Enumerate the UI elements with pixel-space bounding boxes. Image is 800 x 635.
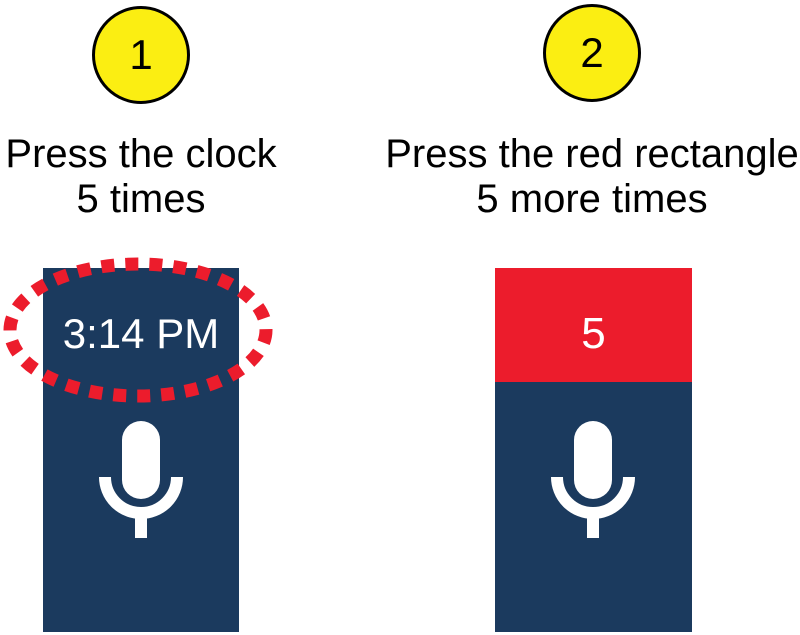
phone-screen-2: 5 (495, 268, 692, 632)
step-1-instruction-line-2: 5 times (76, 177, 206, 221)
step-1-instruction-line-1: Press the clock (5, 132, 277, 176)
step-2-instruction-line-2: 5 more times (476, 177, 708, 221)
step-1-badge: 1 (92, 6, 190, 104)
microphone-icon (551, 421, 635, 538)
red-counter-rectangle[interactable]: 5 (495, 268, 692, 382)
step-2-badge: 2 (543, 4, 641, 102)
step-1-number: 1 (129, 31, 153, 78)
step-2-number: 2 (580, 29, 604, 76)
microphone-icon (99, 421, 183, 538)
step-1-instruction: Press the clock 5 times (0, 132, 282, 222)
step-2-instruction-line-1: Press the red rectangle (385, 132, 799, 176)
press-counter-value: 5 (581, 309, 606, 358)
step-2-instruction: Press the red rectangle 5 more times (370, 132, 800, 222)
clock-display[interactable]: 3:14 PM (62, 310, 220, 357)
phone-screen-1: 3:14 PM (43, 268, 239, 632)
